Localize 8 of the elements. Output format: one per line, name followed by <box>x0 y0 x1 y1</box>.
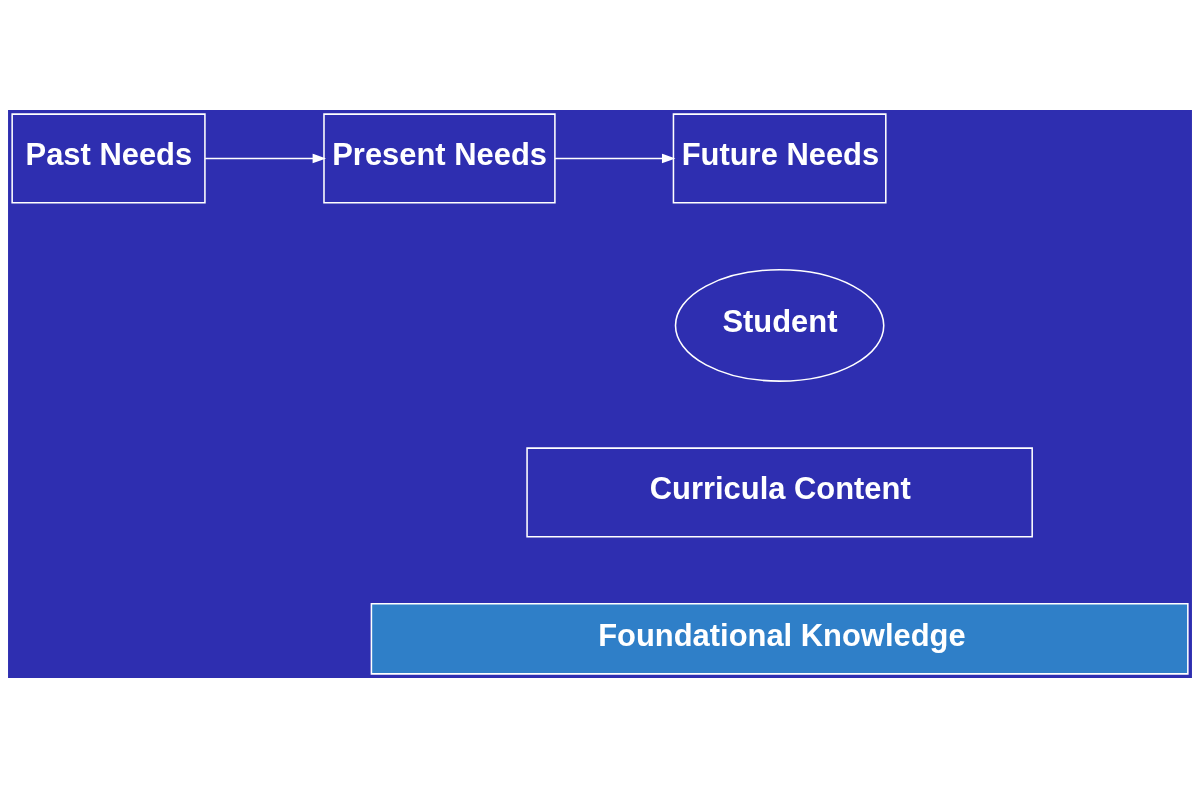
node-box: Past Needs <box>11 113 206 204</box>
node-box: Present Needs <box>323 113 556 204</box>
arrow <box>554 153 676 164</box>
node-box: Curricula Content <box>526 447 1033 538</box>
node-box: Future Needs <box>672 113 887 204</box>
arrow <box>204 153 327 164</box>
node-ellipse: Student <box>674 269 885 382</box>
node-box: Foundational Knowledge <box>370 603 1189 675</box>
